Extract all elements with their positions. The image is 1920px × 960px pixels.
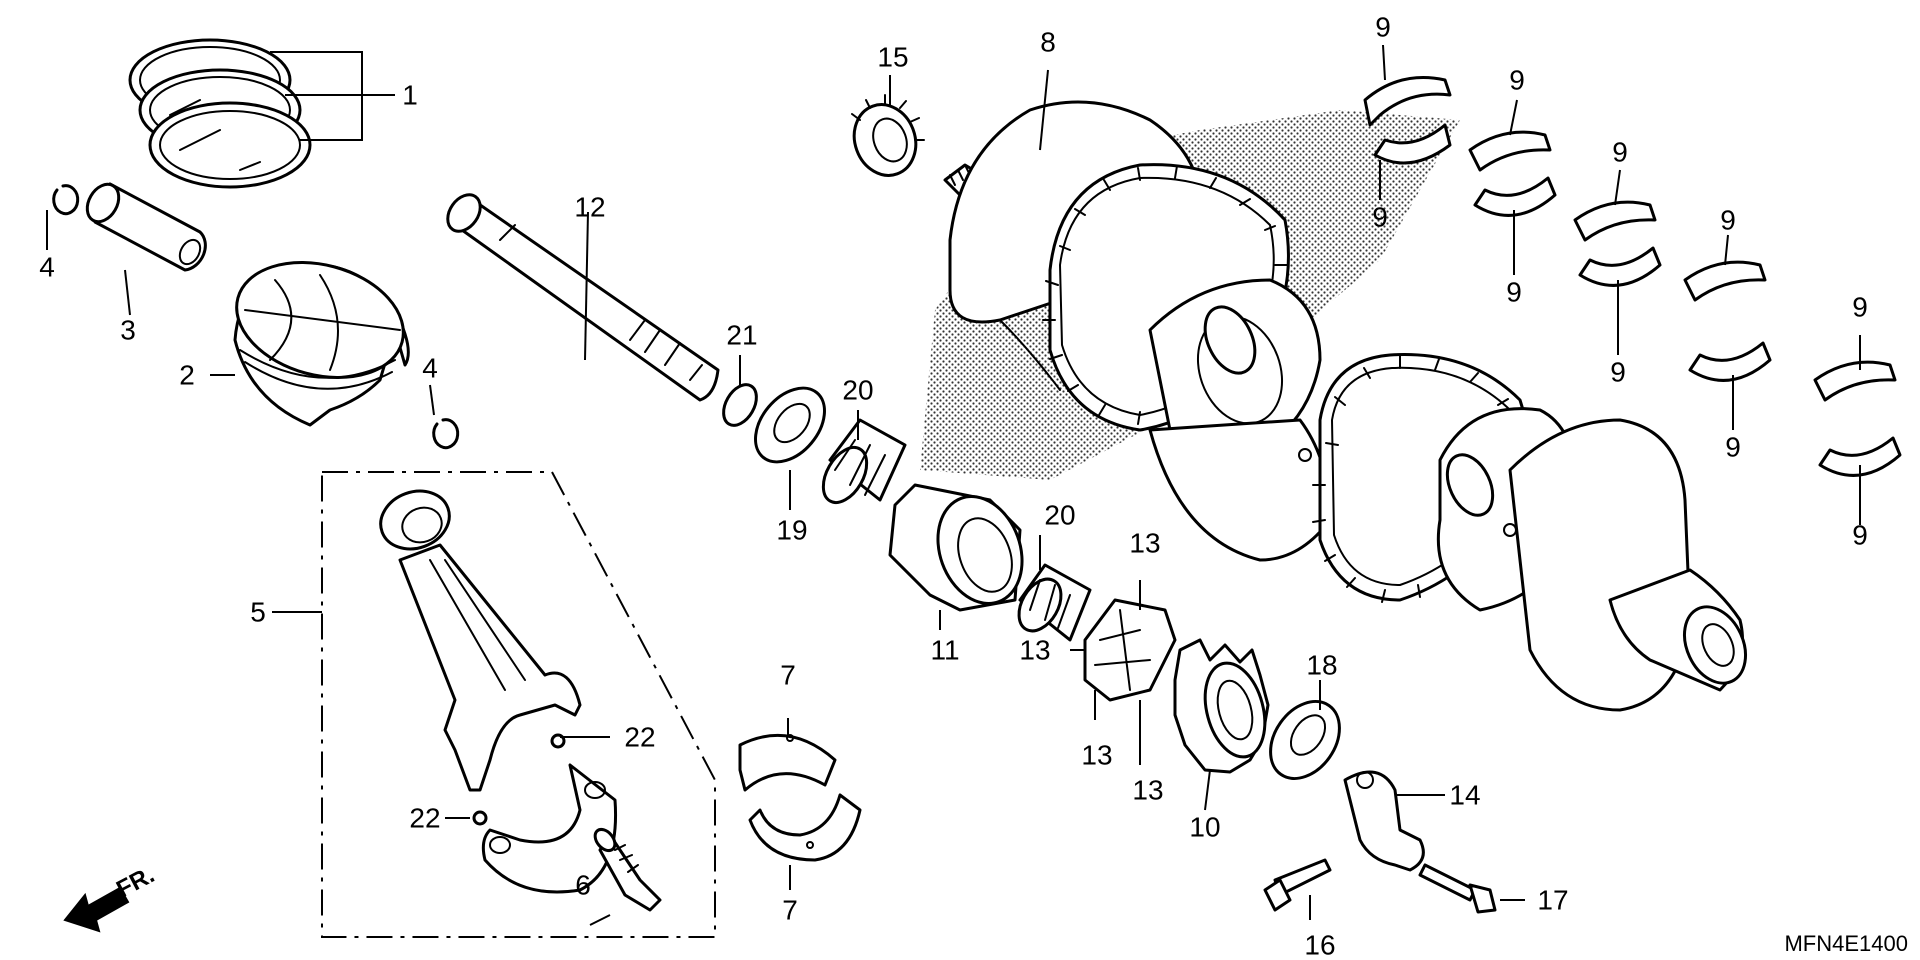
diagram-code: MFN4E1400 xyxy=(1784,931,1908,956)
label-20-lower: 20 xyxy=(1044,500,1075,531)
label-20-upper: 20 xyxy=(842,375,873,406)
connecting-rod-cap[interactable] xyxy=(481,763,618,894)
damper-rubbers[interactable] xyxy=(1083,598,1177,702)
crank-washer[interactable] xyxy=(1256,688,1353,791)
con-rod-group-outline xyxy=(321,471,716,938)
label-8: 8 xyxy=(1040,27,1056,58)
label-13-b: 13 xyxy=(1019,635,1050,666)
timing-rotor-bracket[interactable] xyxy=(1343,770,1425,872)
label-13-c: 13 xyxy=(1081,740,1112,771)
label-9-i: 9 xyxy=(1852,292,1868,323)
needle-bearing-lower[interactable] xyxy=(1010,563,1092,642)
label-22-upper: 22 xyxy=(624,722,655,753)
label-9-a: 9 xyxy=(1375,12,1391,43)
label-10: 10 xyxy=(1189,812,1220,843)
label-12: 12 xyxy=(574,192,605,223)
knock-pin-lower[interactable] xyxy=(472,810,488,826)
flange-bolt-17[interactable] xyxy=(1418,863,1497,914)
label-9-g: 9 xyxy=(1720,205,1736,236)
flange-bolt-16[interactable] xyxy=(1263,858,1332,912)
label-13-a: 13 xyxy=(1129,528,1160,559)
label-9-j: 9 xyxy=(1852,520,1868,551)
piston-pin-clip-lower[interactable] xyxy=(432,418,460,450)
label-7-lower: 7 xyxy=(782,895,798,926)
callout-labels: 1 2 3 4 4 5 6 7 7 8 9 9 9 9 9 9 9 9 9 9 … xyxy=(39,12,1868,960)
rod-bearing-upper[interactable] xyxy=(738,733,837,792)
leader-lines xyxy=(46,44,1861,926)
crankshaft[interactable] xyxy=(943,100,1757,712)
piston-pin-clip-upper[interactable] xyxy=(52,184,80,216)
label-9-f: 9 xyxy=(1610,357,1626,388)
label-4-upper: 4 xyxy=(39,252,55,283)
label-3: 3 xyxy=(120,315,136,346)
rod-bearing-lower[interactable] xyxy=(748,793,862,862)
main-bearing-pair-4[interactable] xyxy=(1683,260,1772,382)
main-bearing-pair-3[interactable] xyxy=(1573,200,1662,287)
front-direction-arrow: FR. xyxy=(63,861,159,933)
needle-bearing-upper[interactable] xyxy=(814,418,907,510)
label-21: 21 xyxy=(726,320,757,351)
label-9-d: 9 xyxy=(1506,277,1522,308)
label-7-upper: 7 xyxy=(780,660,796,691)
label-1: 1 xyxy=(402,80,418,111)
piston-rings[interactable] xyxy=(128,38,312,189)
label-9-e: 9 xyxy=(1612,137,1628,168)
piston[interactable] xyxy=(224,245,417,427)
crank-gear-small[interactable] xyxy=(844,94,925,184)
label-16: 16 xyxy=(1304,930,1335,960)
label-22-lower: 22 xyxy=(409,803,440,834)
label-17: 17 xyxy=(1537,885,1568,916)
label-9-c: 9 xyxy=(1509,65,1525,96)
label-19: 19 xyxy=(776,515,807,546)
thrust-washer-large[interactable] xyxy=(742,375,839,475)
label-6: 6 xyxy=(575,870,591,901)
piston-pin[interactable] xyxy=(81,179,207,272)
label-9-h: 9 xyxy=(1725,432,1741,463)
main-bearing-pair-1[interactable] xyxy=(1363,76,1452,165)
thrust-washer-small[interactable] xyxy=(717,379,763,431)
label-14: 14 xyxy=(1449,780,1480,811)
label-18: 18 xyxy=(1306,650,1337,681)
connecting-rod[interactable] xyxy=(373,482,582,792)
label-5: 5 xyxy=(250,597,266,628)
label-4-lower: 4 xyxy=(422,353,438,384)
main-bearing-pair-5[interactable] xyxy=(1813,360,1902,477)
primary-drive-gear[interactable] xyxy=(1173,638,1274,774)
connecting-rod-bolt[interactable] xyxy=(591,826,662,912)
label-13-d: 13 xyxy=(1132,775,1163,806)
starter-clutch-sprocket[interactable] xyxy=(888,483,1036,616)
label-9-b: 9 xyxy=(1372,202,1388,233)
main-bearing-pair-2[interactable] xyxy=(1468,130,1557,217)
label-2: 2 xyxy=(179,360,195,391)
label-11: 11 xyxy=(930,635,959,666)
label-15: 15 xyxy=(877,42,908,73)
